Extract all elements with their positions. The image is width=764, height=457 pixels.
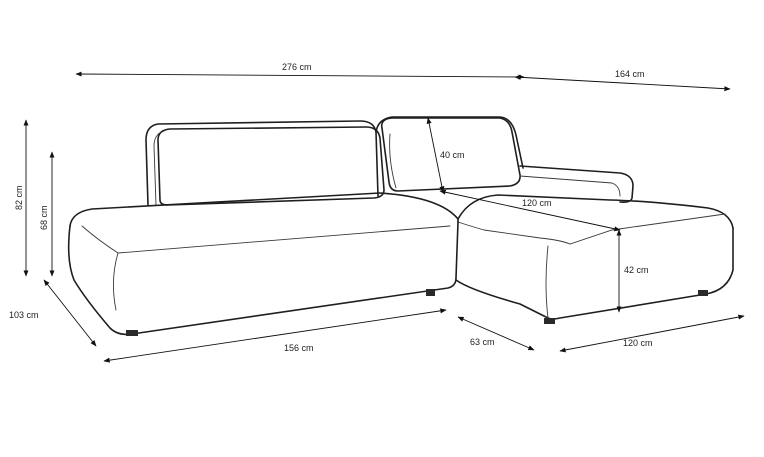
sofa-illustration xyxy=(67,116,734,336)
dimension-labels: 276 cm 164 cm 82 cm 68 cm 103 cm 156 cm … xyxy=(9,62,653,353)
dim-line-276 xyxy=(75,71,525,80)
main-front xyxy=(67,221,459,336)
dim-line-164 xyxy=(514,74,731,92)
leg-2 xyxy=(426,289,435,296)
chaise-seat xyxy=(457,194,734,229)
dim-line-120-bottom xyxy=(559,314,745,353)
dim-line-40 xyxy=(426,117,445,193)
leg-3 xyxy=(544,318,555,324)
dim-line-103 xyxy=(43,279,97,347)
label-40: 40 cm xyxy=(440,150,465,160)
dim-line-120-seat xyxy=(439,189,621,232)
chaise-front xyxy=(455,227,734,320)
dim-line-63 xyxy=(457,316,535,351)
dimension-lines xyxy=(23,71,745,363)
chaise-armrest xyxy=(519,165,634,203)
label-156: 156 cm xyxy=(284,343,314,353)
dim-line-156 xyxy=(103,308,447,363)
label-276: 276 cm xyxy=(282,62,312,72)
label-164: 164 cm xyxy=(615,69,645,79)
left-back-cushion xyxy=(157,126,385,206)
leg-1 xyxy=(126,330,138,336)
main-seat xyxy=(69,192,459,227)
label-63: 63 cm xyxy=(470,337,495,347)
right-back-frame xyxy=(375,116,524,169)
label-42: 42 cm xyxy=(624,265,649,275)
leg-4 xyxy=(698,290,708,296)
left-back-frame xyxy=(145,120,379,206)
label-68: 68 cm xyxy=(39,205,49,230)
label-120-bottom: 120 cm xyxy=(623,338,653,348)
label-82: 82 cm xyxy=(14,185,24,210)
label-103: 103 cm xyxy=(9,310,39,320)
label-120-seat: 120 cm xyxy=(522,198,552,208)
